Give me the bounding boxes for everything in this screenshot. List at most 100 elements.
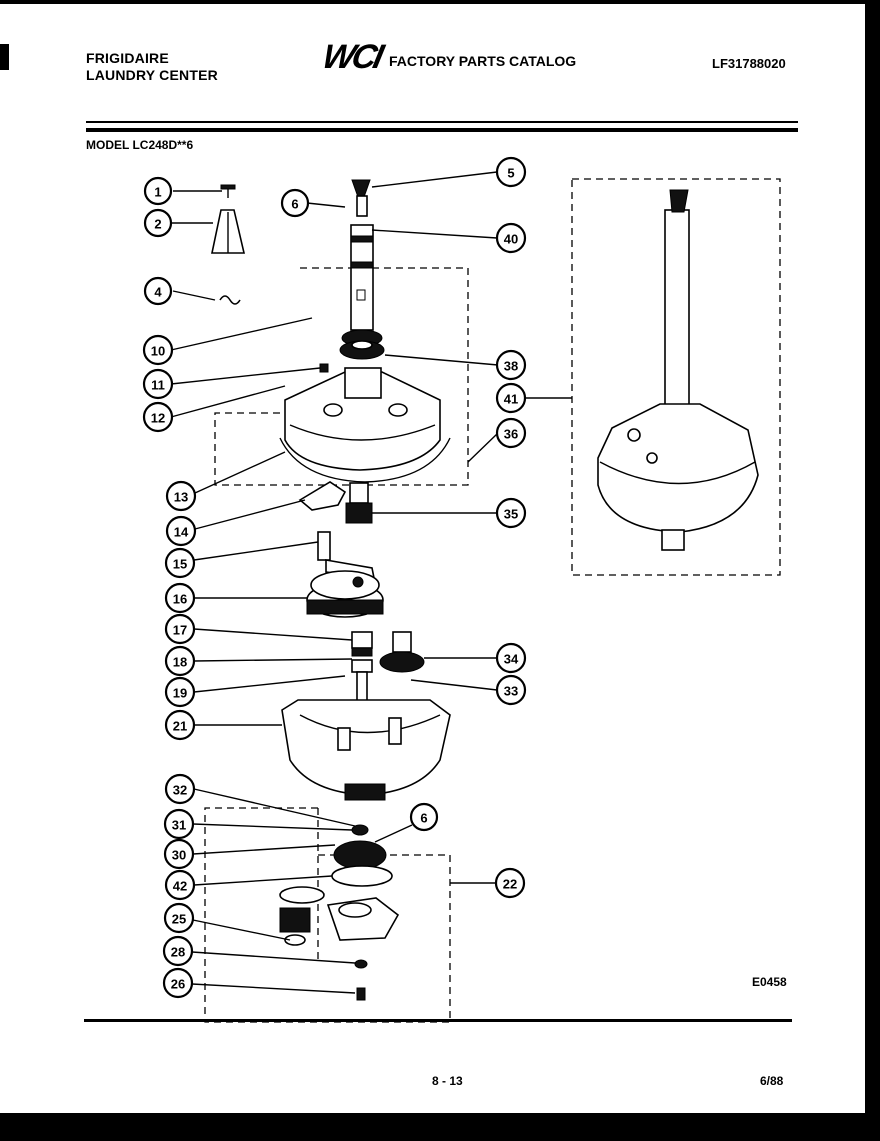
callout-19: 19	[164, 676, 196, 708]
brand-name: FRIGIDAIRE	[86, 50, 169, 66]
gearcase-cover	[284, 367, 441, 471]
callout-40: 40	[495, 222, 527, 254]
callout-22: 22	[494, 867, 526, 899]
svg-text:33: 33	[504, 684, 518, 699]
callout-14: 14	[165, 515, 197, 547]
callout-6-top: 6	[280, 188, 310, 218]
callout-25: 25	[163, 902, 195, 934]
svg-text:18: 18	[173, 655, 187, 670]
svg-text:12: 12	[151, 411, 165, 426]
svg-text:14: 14	[174, 525, 189, 540]
svg-text:28: 28	[171, 945, 185, 960]
model-label: MODEL LC248D**6	[86, 138, 194, 152]
callout-10: 10	[142, 334, 174, 366]
callout-2: 2	[143, 208, 173, 238]
svg-text:10: 10	[151, 344, 165, 359]
svg-text:6: 6	[420, 811, 427, 826]
svg-text:11: 11	[151, 378, 165, 393]
svg-text:34: 34	[504, 652, 519, 667]
svg-text:30: 30	[172, 848, 186, 863]
small-screw	[319, 363, 329, 373]
callout-21: 21	[164, 709, 196, 741]
pinion-gear	[345, 482, 373, 524]
agitator-screw	[220, 184, 236, 198]
svg-text:21: 21	[173, 719, 187, 734]
callout-32: 32	[164, 773, 196, 805]
svg-text:2: 2	[154, 217, 161, 232]
page-number: 8 - 13	[432, 1074, 463, 1088]
callout-1: 1	[143, 176, 173, 206]
svg-text:16: 16	[173, 592, 187, 607]
svg-text:35: 35	[504, 507, 518, 522]
svg-text:15: 15	[173, 557, 187, 572]
gasket	[279, 437, 451, 483]
idler-gear	[379, 631, 425, 673]
svg-text:5: 5	[507, 166, 514, 181]
callout-17: 17	[164, 613, 196, 645]
shift-lever	[298, 481, 347, 511]
header-rule-thick	[86, 128, 798, 132]
transmission-assembly-view	[597, 189, 759, 551]
svg-text:26: 26	[171, 977, 185, 992]
callout-13: 13	[165, 480, 197, 512]
callout-26: 26	[162, 967, 194, 999]
callout-16: 16	[164, 582, 196, 614]
brake-parts	[279, 824, 400, 1001]
callout-41: 41	[495, 382, 527, 414]
top-border	[0, 0, 880, 4]
gearcase-cover-group-box	[214, 267, 469, 486]
print-date: 6/88	[760, 1074, 784, 1088]
catalog-title: FACTORY PARTS CATALOG	[389, 53, 577, 69]
right-border	[865, 0, 880, 1141]
callout-38: 38	[495, 349, 527, 381]
svg-text:6: 6	[291, 197, 298, 212]
brand-block: FRIGIDAIRE LAUNDRY CENTER	[86, 50, 218, 84]
callout-34: 34	[495, 642, 527, 674]
clip-part	[219, 295, 241, 305]
figure-code: E0458	[752, 975, 787, 989]
callout-35: 35	[495, 497, 527, 529]
binding-mark	[0, 44, 9, 70]
callout-18: 18	[164, 645, 196, 677]
callout-30: 30	[163, 838, 195, 870]
footer-rule	[84, 1019, 792, 1022]
spin-tube-shaft	[350, 179, 374, 331]
svg-text:22: 22	[503, 877, 517, 892]
callout-5: 5	[495, 156, 527, 188]
svg-text:40: 40	[504, 232, 518, 247]
callout-12: 12	[142, 401, 174, 433]
svg-text:19: 19	[173, 686, 187, 701]
svg-text:36: 36	[504, 427, 518, 442]
callout-11: 11	[142, 368, 174, 400]
svg-text:17: 17	[173, 623, 187, 638]
svg-text:4: 4	[154, 285, 162, 300]
svg-text:1: 1	[154, 185, 161, 200]
document-number: LF31788020	[712, 56, 786, 71]
svg-text:25: 25	[172, 912, 186, 927]
callout-42: 42	[164, 869, 196, 901]
gear-case	[281, 699, 451, 801]
product-line: LAUNDRY CENTER	[86, 67, 218, 83]
svg-text:41: 41	[504, 392, 518, 407]
callout-4: 4	[143, 276, 173, 306]
header-rule-thin	[86, 121, 798, 123]
svg-text:32: 32	[173, 783, 187, 798]
callout-28: 28	[162, 935, 194, 967]
agitator-cap	[211, 209, 246, 254]
transmission-assembly-box	[571, 178, 781, 576]
svg-text:42: 42	[173, 879, 187, 894]
callout-6-bottom: 6	[409, 802, 439, 832]
callout-15: 15	[164, 547, 196, 579]
callout-31: 31	[163, 808, 195, 840]
callout-33: 33	[495, 674, 527, 706]
svg-text:38: 38	[504, 359, 518, 374]
svg-text:13: 13	[174, 490, 188, 505]
callout-36: 36	[495, 417, 527, 449]
main-drive-gear	[306, 570, 384, 618]
bottom-border	[0, 1113, 880, 1141]
leader-lines	[170, 171, 572, 994]
svg-text:31: 31	[172, 818, 186, 833]
spring-seal	[339, 329, 385, 360]
